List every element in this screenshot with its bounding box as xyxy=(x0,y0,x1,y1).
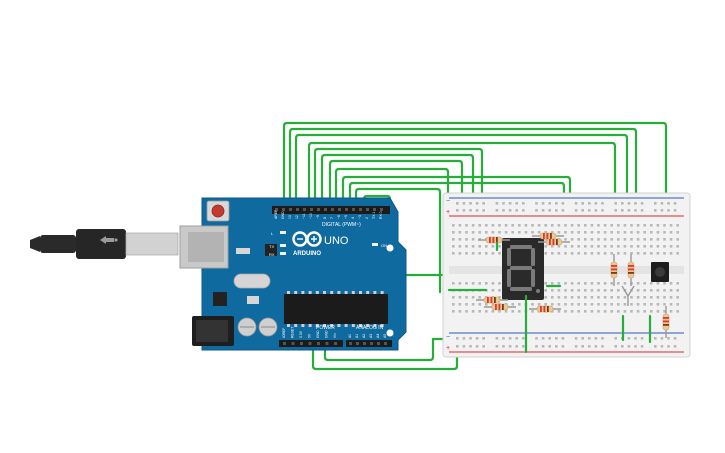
power-pin-label: 3.3V xyxy=(299,330,303,338)
on-led-label: ON xyxy=(381,243,387,248)
arduino-brand: ARDUINO xyxy=(293,251,321,257)
analog-pin-label: A2 xyxy=(362,334,366,338)
digital-pin-label: 4 xyxy=(351,217,355,219)
digital-pin-label: AREF xyxy=(274,210,278,219)
digital-pin-label: ~6 xyxy=(337,215,341,219)
digital-pin-label: RX 0 xyxy=(379,211,383,219)
rx-led-label: RX xyxy=(269,252,275,257)
l-led-label: L xyxy=(271,231,274,236)
digital-pin-label: ~9 xyxy=(316,215,320,219)
crystal xyxy=(233,273,271,289)
power-pin-label: 5V xyxy=(308,333,312,338)
rail-plus-bottom-label: + xyxy=(446,345,450,352)
arduino-model: UNO xyxy=(324,235,349,247)
wires-front xyxy=(447,241,652,354)
digital-pin-label: TX 1 xyxy=(372,212,376,219)
digital-pin-label: GND xyxy=(281,211,285,219)
led-component[interactable] xyxy=(621,285,635,306)
digital-pin-label: 7 xyxy=(330,217,334,219)
digital-pin-label: 13 xyxy=(288,215,292,219)
power-label: POWER xyxy=(316,325,335,331)
seven-segment-display[interactable]: 8 xyxy=(0,0,544,300)
rail-plus-top-label: + xyxy=(446,209,450,216)
power-pin-label: IOREF xyxy=(282,328,286,338)
power-header[interactable]: IOREF RESET 3.3V 5V GND GND Vin xyxy=(279,327,343,347)
analog-pin-label: A1 xyxy=(355,334,359,338)
digital-pin-label: ~10 xyxy=(309,213,313,219)
power-pin-label: GND xyxy=(325,330,329,338)
analog-pin-label: A4 xyxy=(376,334,380,338)
digital-pin-label: 2 xyxy=(365,217,369,219)
analog-pin-label: A3 xyxy=(369,334,373,338)
arduino-infinity-logo-icon xyxy=(292,231,322,247)
digital-pin-label: 8 xyxy=(323,217,327,219)
breadboard[interactable]: − + − + xyxy=(442,192,691,358)
digital-label: DIGITAL (PWM~) xyxy=(322,222,361,228)
digital-pin-label: ~5 xyxy=(344,215,348,219)
analog-pin-label: A5 xyxy=(383,334,387,338)
resistors[interactable] xyxy=(476,232,670,338)
power-pin-label: GND xyxy=(316,330,320,338)
power-pin-label: Vin xyxy=(333,333,337,338)
analog-label: ANALOG IN xyxy=(356,325,384,331)
digital-pin-label: ~3 xyxy=(358,215,362,219)
arduino-uno-board[interactable]: ARDUINO UNO DIGITAL (PWM~) POWER ANALOG … xyxy=(179,197,407,351)
digital-pin-label: ~11 xyxy=(302,213,306,219)
rail-minus-bottom-label: − xyxy=(446,334,450,341)
tx-led-label: TX xyxy=(269,244,274,249)
digital-pin-label: 12 xyxy=(295,215,299,219)
display-digit: 8 xyxy=(0,0,1,1)
rail-minus-top-label: − xyxy=(446,198,450,205)
atmega-chip xyxy=(284,291,388,327)
push-button[interactable] xyxy=(651,262,669,282)
usb-plug-icon[interactable] xyxy=(30,229,179,259)
power-pin-label: RESET xyxy=(291,327,295,338)
reset-button-icon[interactable] xyxy=(206,200,230,222)
analog-pin-label: A0 xyxy=(348,334,352,338)
